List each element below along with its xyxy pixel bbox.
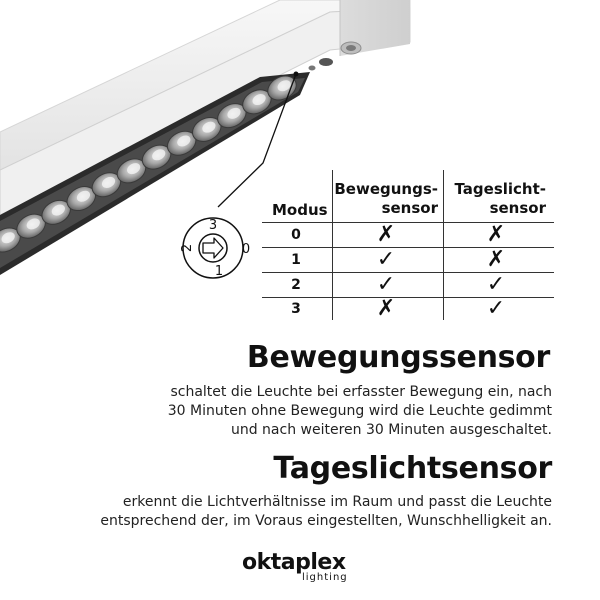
reflector-cup-highlight [26, 218, 40, 230]
mode-table: Modus Bewegungs- sensor Tageslicht- sens… [262, 170, 562, 321]
mode-number: 3 [291, 301, 301, 317]
housing-endcap [340, 0, 410, 56]
header-tageslichtsensor: Tageslicht- sensor [446, 180, 546, 218]
reflector-cup-highlight [277, 80, 291, 92]
brand-name: oktaplex [242, 550, 346, 575]
header-bewegung-line2: sensor [381, 199, 438, 217]
section-text-tageslichtsensor: erkennt die Lichtverhältnisse im Raum un… [52, 493, 552, 531]
reflector-cup-highlight [51, 204, 65, 216]
header-tageslicht-line2: sensor [489, 199, 546, 217]
check-icon: ✓ [376, 272, 396, 297]
reflector-cup-highlight [177, 135, 191, 147]
check-icon: ✓ [376, 247, 396, 272]
table-divider [262, 222, 554, 223]
table-divider [262, 247, 554, 248]
text-line: entsprechend der, im Voraus eingestellte… [100, 513, 552, 529]
dial-label-0: 0 [242, 242, 250, 257]
table-divider [332, 170, 333, 320]
cross-icon: ✗ [376, 296, 396, 321]
callout-line [217, 73, 297, 208]
header-tageslicht-line1: Tageslicht- [454, 180, 546, 198]
reflector-cups [0, 75, 297, 253]
reflector-cup-highlight [127, 163, 141, 175]
check-icon: ✓ [486, 272, 506, 297]
reflector-cup-highlight [76, 190, 91, 202]
dial-label-3: 3 [209, 218, 217, 233]
table-divider [262, 297, 554, 298]
text-line: 30 Minuten ohne Bewegung wird die Leucht… [167, 403, 552, 419]
dial-label-2: 2 [180, 244, 195, 252]
brand-sub: lighting [302, 572, 348, 583]
text-line: und nach weiteren 30 Minuten ausgeschalt… [230, 422, 552, 438]
section-title-bewegungssensor: Bewegungssensor [246, 340, 550, 375]
header-bewegung-line1: Bewegungs- [334, 180, 438, 198]
header-modus: Modus [272, 201, 328, 219]
text-line: schaltet die Leuchte bei erfasster Beweg… [170, 384, 552, 400]
header-bewegungssensor: Bewegungs- sensor [334, 180, 438, 218]
cross-icon: ✗ [486, 247, 506, 272]
reflector-cup-highlight [227, 107, 241, 119]
section-text-bewegungssensor: schaltet die Leuchte bei erfasster Beweg… [72, 383, 552, 440]
brand-logo: oktaplex lighting [242, 550, 362, 584]
mode-number: 2 [291, 277, 301, 293]
dial-label-1: 1 [215, 264, 223, 279]
table-divider [262, 272, 554, 273]
mode-number: 0 [291, 227, 301, 243]
reflector-cup-highlight [252, 94, 266, 106]
mode-number: 1 [291, 252, 301, 268]
reflector-cup-highlight [202, 121, 216, 133]
text-line: erkennt die Lichtverhältnisse im Raum un… [122, 494, 552, 510]
mode-dial-icon: 3 0 1 2 [180, 217, 250, 279]
section-title-tageslichtsensor: Tageslichtsensor [273, 451, 552, 486]
reflector-cup-highlight [101, 176, 116, 188]
cross-icon: ✗ [486, 222, 506, 247]
check-icon: ✓ [486, 296, 506, 321]
table-divider [443, 170, 444, 320]
reflector-cup-highlight [1, 232, 15, 244]
reflector-cup-highlight [152, 149, 166, 161]
cross-icon: ✗ [376, 222, 396, 247]
